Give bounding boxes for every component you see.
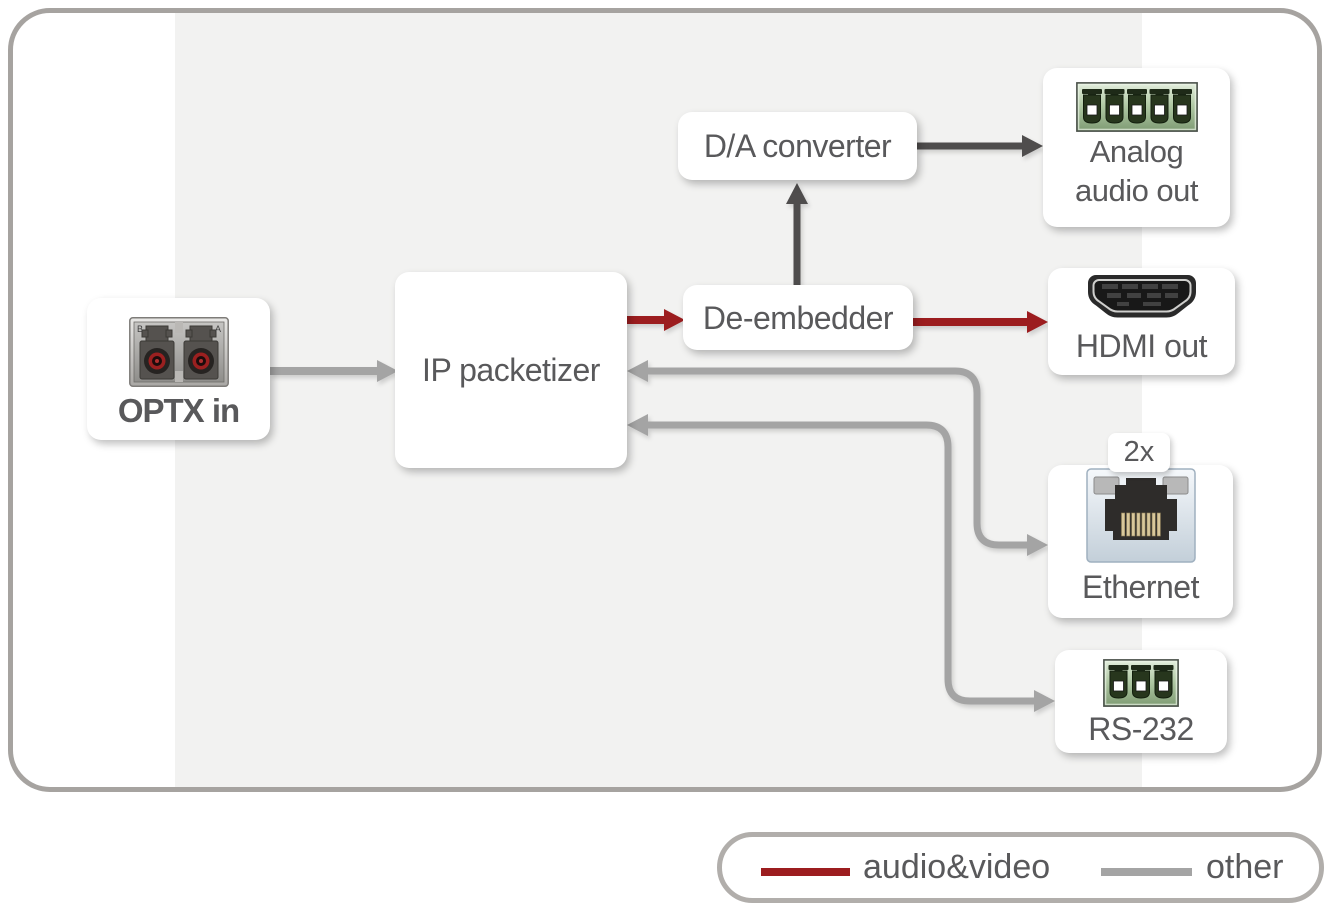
node-rs232: RS-232: [1055, 650, 1227, 753]
rs232-label: RS-232: [1088, 711, 1194, 747]
node-optx-in: B A OPTX in: [87, 298, 270, 440]
device-background-band: [175, 13, 1142, 787]
node-hdmi-out: HDMI out: [1048, 268, 1235, 375]
analog-audio-out-label-line2: audio out: [1074, 173, 1199, 208]
da-converter-label: D/A converter: [703, 128, 892, 164]
legend-audio-video-label: audio&video: [863, 848, 1051, 886]
de-embedder-label: De-embedder: [702, 299, 894, 336]
lc-connector-a: [183, 325, 218, 380]
phoenix-pins: [1108, 665, 1174, 699]
fiber-duplex-lc-icon: B A: [128, 317, 229, 387]
hdmi-out-label: HDMI out: [1075, 328, 1208, 364]
hdmi-pin-slots: [1101, 284, 1178, 306]
ip-packetizer-label: IP packetizer: [422, 352, 600, 388]
rj45-pins: [1120, 512, 1161, 537]
node-analog-audio-out: Analog audio out: [1043, 68, 1230, 227]
port-label-b: B: [137, 324, 143, 334]
ethernet-count-badge: 2x: [1108, 433, 1170, 472]
legend-other-label: other: [1206, 848, 1284, 886]
node-ethernet: Ethernet: [1048, 465, 1233, 618]
hdmi-connector-icon: [1087, 275, 1196, 318]
legend-audio-video-swatch: [761, 868, 850, 876]
node-da-converter: D/A converter: [678, 112, 917, 180]
node-de-embedder: De-embedder: [683, 285, 913, 350]
phoenix-5pin-icon: [1075, 82, 1198, 132]
legend: audio&video other: [717, 832, 1324, 903]
rj45-jack-icon: [1085, 468, 1196, 563]
ethernet-label: Ethernet: [1082, 569, 1199, 605]
phoenix-3pin-icon: [1103, 659, 1179, 707]
phoenix-pins: [1081, 89, 1192, 124]
lc-connector-b: [139, 325, 174, 380]
port-label-a: A: [214, 324, 220, 334]
analog-audio-out-label-line1: Analog: [1089, 134, 1184, 169]
legend-other-swatch: [1101, 868, 1192, 876]
optx-in-label: OPTX in: [117, 392, 240, 429]
node-ip-packetizer: IP packetizer: [395, 272, 627, 468]
